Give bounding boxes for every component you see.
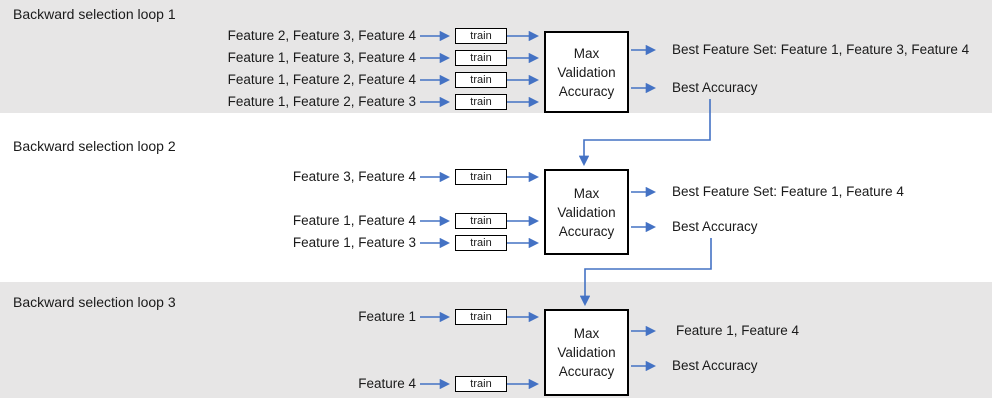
max-validation-accuracy-label: Max Validation Accuracy <box>557 45 616 99</box>
train-box-label: train <box>470 73 492 86</box>
train-box: train <box>455 28 507 44</box>
train-box: train <box>455 72 507 88</box>
best-accuracy-label: Best Accuracy <box>672 358 758 373</box>
max-validation-accuracy-box: Max Validation Accuracy <box>544 309 629 396</box>
train-box: train <box>455 376 507 392</box>
train-box-label: train <box>470 95 492 108</box>
max-validation-accuracy-label: Max Validation Accuracy <box>557 326 616 379</box>
train-box: train <box>455 309 507 325</box>
best-feature-set-label: Best Feature Set: Feature 1, Feature 3, … <box>672 42 970 57</box>
feature-set-label: Feature 1, Feature 3, Feature 4 <box>227 50 416 65</box>
feature-set-label: Feature 1, Feature 2, Feature 3 <box>227 94 416 109</box>
train-box-label: train <box>470 170 492 183</box>
loop3-title: Backward selection loop 3 <box>13 294 176 310</box>
train-box: train <box>455 94 507 110</box>
train-box-label: train <box>470 236 492 249</box>
feature-set-label: Feature 3, Feature 4 <box>292 169 416 184</box>
feature-set-label: Feature 1 <box>358 309 416 324</box>
train-box: train <box>455 235 507 251</box>
max-validation-accuracy-box: Max Validation Accuracy <box>544 31 629 113</box>
train-box-label: train <box>470 310 492 323</box>
train-box-label: train <box>470 51 492 64</box>
train-box-label: train <box>470 29 492 42</box>
best-accuracy-label: Best Accuracy <box>672 219 758 234</box>
best-accuracy-label: Best Accuracy <box>672 80 758 95</box>
train-box-label: train <box>470 214 492 227</box>
feature-set-label: Feature 1, Feature 3 <box>292 235 416 250</box>
feature-set-label: Feature 2, Feature 3, Feature 4 <box>227 28 416 43</box>
train-box: train <box>455 50 507 66</box>
best-feature-set-label: Best Feature Set: Feature 1, Feature 4 <box>672 184 904 199</box>
max-validation-accuracy-box: Max Validation Accuracy <box>544 169 629 255</box>
max-validation-accuracy-label: Max Validation Accuracy <box>557 185 616 239</box>
feature-set-label: Feature 1, Feature 4 <box>292 213 416 228</box>
loop2-title: Backward selection loop 2 <box>13 138 176 154</box>
train-box-label: train <box>470 377 492 390</box>
train-box: train <box>455 169 507 185</box>
feature-set-label: Feature 1, Feature 2, Feature 4 <box>227 72 416 87</box>
best-feature-set-label: Feature 1, Feature 4 <box>676 323 800 338</box>
feature-set-label: Feature 4 <box>358 376 416 391</box>
train-box: train <box>455 213 507 229</box>
loop1-title: Backward selection loop 1 <box>13 6 176 22</box>
